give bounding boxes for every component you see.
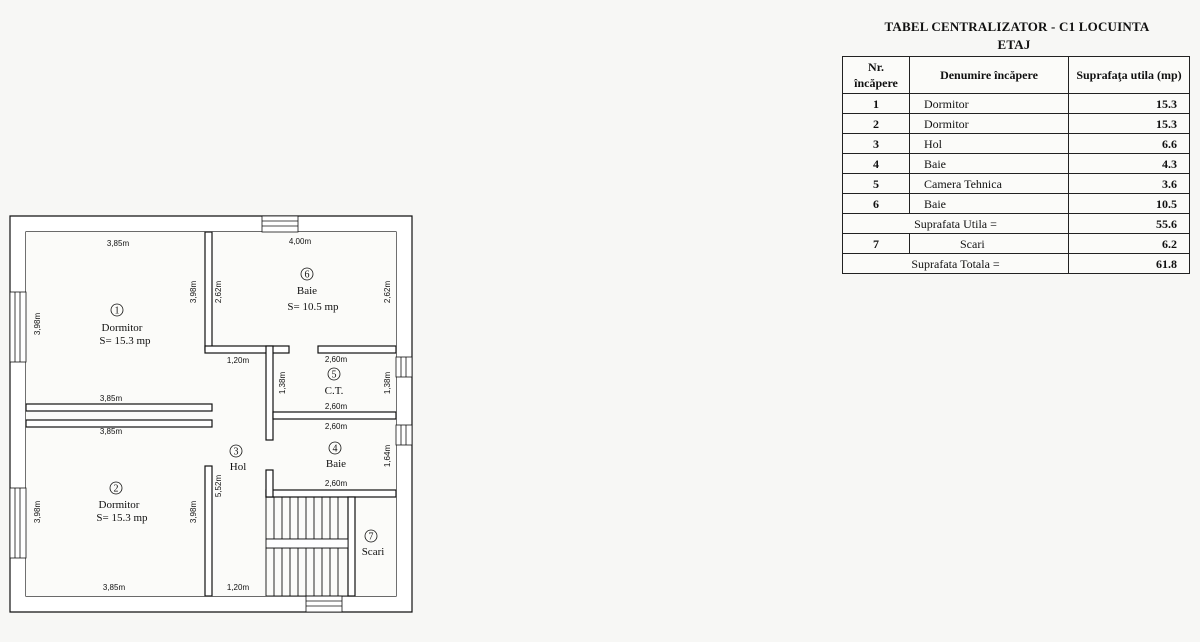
dim-260-c: 2,60m — [325, 422, 348, 431]
dim-260-d: 2,60m — [325, 479, 348, 488]
svg-text:7: 7 — [369, 532, 374, 543]
table-title-line1: TABEL CENTRALIZATOR - C1 LOCUINTA — [884, 19, 1150, 34]
svg-text:Baie: Baie — [297, 285, 317, 297]
total-label: Suprafata Totala = — [842, 253, 1069, 274]
table-header-row: Nr. încăpere Denumire încăpere Suprafaţa… — [842, 56, 1190, 94]
table-row: 3 Hol 6.6 — [842, 133, 1190, 154]
staircase — [265, 496, 349, 597]
util-value: 55.6 — [1068, 213, 1190, 234]
dim-138-a: 1,38m — [278, 372, 287, 395]
svg-text:S= 15.3 mp: S= 15.3 mp — [96, 512, 148, 524]
table-row: 7 Scari 6.2 — [842, 233, 1190, 254]
grand-total-row: Suprafata Totala = 61.8 — [842, 253, 1190, 274]
dimension-labels: 3,85m 4,00m 1,20m 2,60m 2,60m 3,85m 3,85… — [33, 237, 392, 592]
room-2-label: 2 Dormitor S= 15.3 mp — [96, 481, 148, 524]
floor-plan: 1 Dormitor S= 15.3 mp 2 Dormitor S= 15.3… — [9, 215, 413, 613]
cell-area: 3.6 — [1068, 173, 1190, 194]
svg-text:4: 4 — [333, 444, 338, 455]
table-row: 5 Camera Tehnica 3.6 — [842, 173, 1190, 194]
svg-text:1: 1 — [115, 306, 120, 317]
cell-nr: 1 — [842, 93, 910, 114]
svg-text:6: 6 — [305, 270, 310, 281]
dim-260-a: 2,60m — [325, 355, 348, 364]
cell-nr: 2 — [842, 113, 910, 134]
cell-nr: 7 — [842, 233, 910, 254]
room-4-label: 4 Baie — [326, 441, 346, 470]
dim-398-left1: 3,98m — [33, 313, 42, 336]
header-nr: Nr. încăpere — [842, 56, 910, 94]
cell-name: Dormitor — [909, 113, 1069, 134]
util-label: Suprafata Utila = — [842, 213, 1069, 234]
table-row: 1 Dormitor 15.3 — [842, 93, 1190, 114]
room-6-label: 6 Baie S= 10.5 mp — [287, 267, 339, 313]
cell-nr: 6 — [842, 193, 910, 214]
table-row: 4 Baie 4.3 — [842, 153, 1190, 174]
summary-table: Nr. încăpere Denumire încăpere Suprafaţa… — [842, 56, 1190, 274]
dim-262-right: 2,62m — [383, 281, 392, 304]
cell-area: 15.3 — [1068, 93, 1190, 114]
cell-name: Hol — [909, 133, 1069, 154]
dim-138-b: 1,38m — [383, 372, 392, 395]
svg-text:Baie: Baie — [326, 458, 346, 470]
svg-text:Dormitor: Dormitor — [99, 499, 140, 511]
cell-name: Camera Tehnica — [909, 173, 1069, 194]
header-name: Denumire încăpere — [909, 56, 1069, 94]
cell-nr: 4 — [842, 153, 910, 174]
cell-nr: 5 — [842, 173, 910, 194]
dim-385-mid1: 3,85m — [100, 394, 123, 403]
header-area: Suprafaţa utila (mp) — [1068, 56, 1190, 94]
dim-400-top: 4,00m — [289, 237, 312, 246]
room-5-label: 5 C.T. — [325, 367, 344, 397]
svg-text:Hol: Hol — [230, 461, 247, 473]
svg-text:S= 15.3 mp: S= 15.3 mp — [99, 335, 151, 347]
svg-text:2: 2 — [114, 484, 119, 495]
svg-text:S= 10.5 mp: S= 10.5 mp — [287, 301, 339, 313]
cell-name: Baie — [909, 193, 1069, 214]
table-row: 2 Dormitor 15.3 — [842, 113, 1190, 134]
table-title: TABEL CENTRALIZATOR - C1 LOCUINTA ETAJ — [838, 18, 1190, 54]
summary-table-panel: TABEL CENTRALIZATOR - C1 LOCUINTA ETAJ N… — [838, 18, 1190, 274]
dim-398-mid1: 3,98m — [189, 281, 198, 304]
room-1-label: 1 Dormitor S= 15.3 mp — [99, 303, 151, 347]
cell-area: 10.5 — [1068, 193, 1190, 214]
windows — [9, 215, 413, 613]
svg-text:3: 3 — [234, 447, 239, 458]
dim-385-bot: 3,85m — [103, 583, 126, 592]
dim-164: 1,64m — [383, 445, 392, 468]
cell-area: 6.2 — [1068, 233, 1190, 254]
cell-area: 15.3 — [1068, 113, 1190, 134]
util-total-row: Suprafata Utila = 55.6 — [842, 213, 1190, 234]
dim-385-mid2: 3,85m — [100, 427, 123, 436]
dim-385-top: 3,85m — [107, 239, 130, 248]
dim-120-b: 1,20m — [227, 583, 250, 592]
dim-262-mid: 2,62m — [214, 281, 223, 304]
cell-name: Dormitor — [909, 93, 1069, 114]
table-row: 6 Baie 10.5 — [842, 193, 1190, 214]
cell-nr: 3 — [842, 133, 910, 154]
svg-text:Scari: Scari — [362, 546, 385, 558]
svg-text:5: 5 — [332, 370, 337, 381]
cell-area: 6.6 — [1068, 133, 1190, 154]
interior-walls — [25, 231, 397, 597]
svg-text:C.T.: C.T. — [325, 385, 344, 397]
table-title-line2: ETAJ — [997, 37, 1031, 52]
dim-398-mid2: 3,98m — [189, 501, 198, 524]
room-3-label: 3 Hol — [229, 444, 247, 473]
dim-398-left2: 3,98m — [33, 501, 42, 524]
total-value: 61.8 — [1068, 253, 1190, 274]
dim-260-b: 2,60m — [325, 402, 348, 411]
cell-area: 4.3 — [1068, 153, 1190, 174]
dim-120-a: 1,20m — [227, 356, 250, 365]
room-7-label: 7 Scari — [362, 529, 385, 558]
cell-name: Baie — [909, 153, 1069, 174]
dim-552: 5,52m — [214, 475, 223, 498]
svg-text:Dormitor: Dormitor — [102, 322, 143, 334]
cell-name: Scari — [909, 233, 1069, 254]
